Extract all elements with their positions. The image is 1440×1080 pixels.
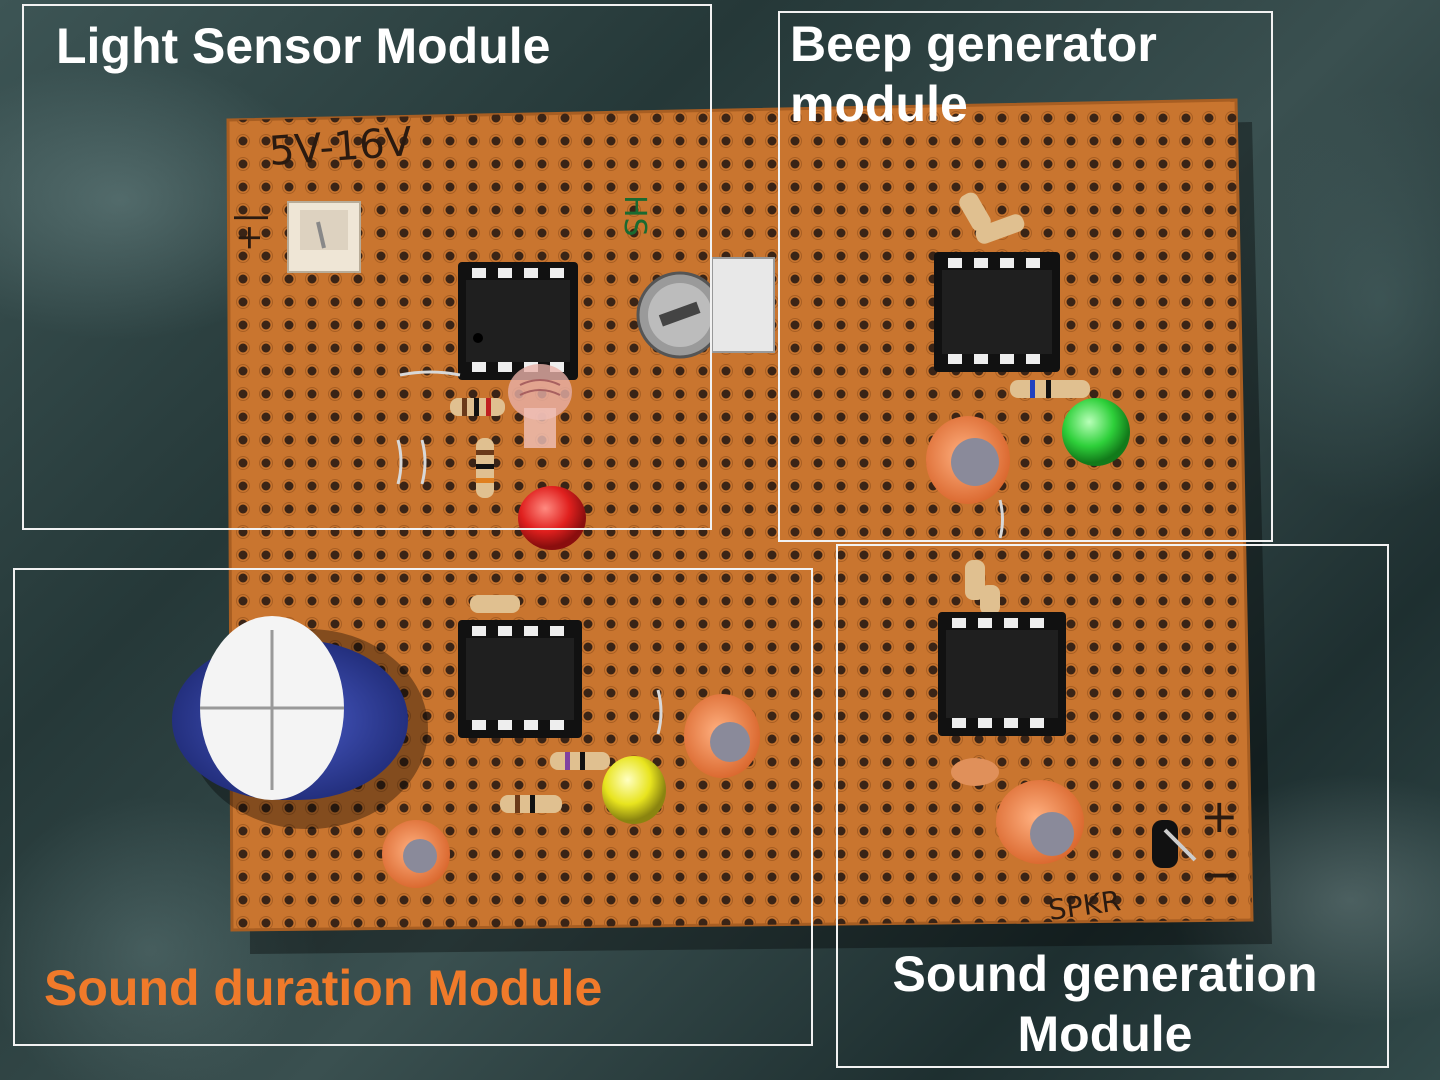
capacitor-duration-2	[382, 820, 450, 888]
capacitor-generation	[996, 780, 1084, 864]
speaker-terminal	[1152, 820, 1197, 868]
frame-light-sensor	[22, 4, 712, 530]
speaker-minus-handwriting: −	[1200, 847, 1239, 901]
frame-sound-duration	[13, 568, 813, 1046]
label-beep-generator-module: Beep generator module	[790, 14, 1157, 134]
potentiometer	[636, 257, 775, 359]
ic-light-sensor	[458, 262, 578, 380]
voltage-handwriting: 5V-16V	[267, 119, 414, 175]
label-sound-generation-module: Sound generation Module	[855, 944, 1355, 1064]
label-line: module	[790, 76, 968, 132]
capacitor-duration-1	[684, 694, 760, 778]
label-line: Sound generation	[892, 946, 1318, 1002]
label-light-sensor-module: Light Sensor Module	[56, 16, 550, 76]
frame-beep-generator	[778, 11, 1273, 542]
pot-handwriting: HS	[617, 195, 652, 237]
capacitor-beep	[926, 416, 1010, 504]
ceramic-capacitor	[951, 758, 999, 786]
ic-beep	[934, 252, 1060, 372]
speaker-plus-handwriting: +	[1200, 789, 1239, 843]
jumper-wires	[396, 370, 1004, 735]
label-line: Sound duration Module	[44, 960, 603, 1016]
label-line: Beep generator	[790, 16, 1157, 72]
power-connector	[287, 201, 361, 273]
led-green	[1062, 398, 1130, 466]
led-red	[518, 486, 586, 550]
capacitor-large-blue	[172, 616, 428, 829]
ic-sound-generation	[938, 612, 1066, 736]
led-yellow	[602, 756, 666, 824]
ic-sound-duration	[458, 620, 582, 738]
label-line: Light Sensor Module	[56, 18, 551, 74]
label-sound-duration-module: Sound duration Module	[44, 958, 602, 1018]
ldr	[508, 364, 572, 448]
resistors	[450, 192, 1090, 813]
polarity-handwriting: +|	[229, 212, 269, 252]
frame-sound-generation	[836, 544, 1389, 1068]
label-line: Module	[1017, 1006, 1193, 1062]
